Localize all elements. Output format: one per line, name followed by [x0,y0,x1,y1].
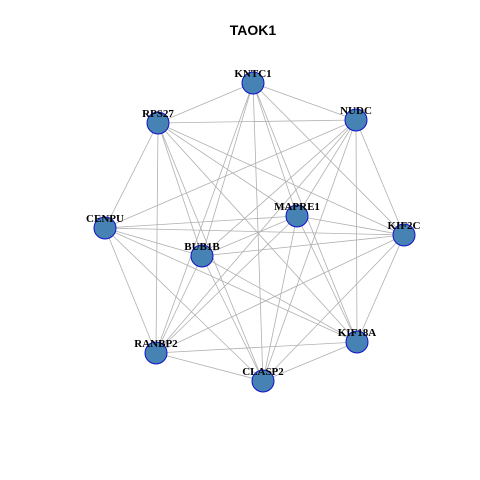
node-kif18a [345,330,369,354]
node-label-kif2c: KIF2C [388,220,421,232]
edge-rps27-cenpu [104,122,159,229]
edge-rps27-kif2c [157,122,405,236]
node-label-mapre1: MAPRE1 [274,201,320,213]
node-nudc [344,108,368,132]
edge-cenpu-kif18a [104,227,358,343]
node-label-nudc: NUDC [340,105,372,117]
edge-mapre1-ranbp2 [155,215,298,354]
node-kntc1 [241,71,265,95]
edge-bub1b-kif18a [201,255,358,343]
edge-kif2c-kif18a [356,234,405,343]
edge-rps27-nudc [157,119,357,124]
edge-cenpu-clasp2 [104,227,264,382]
edge-kntc1-kif2c [252,82,405,236]
node-label-cenpu: CENPU [86,213,124,225]
edge-rps27-mapre1 [157,122,298,217]
edge-nudc-ranbp2 [155,119,357,354]
edge-bub1b-clasp2 [201,255,264,382]
edge-kntc1-nudc [252,82,357,121]
edge-kif2c-clasp2 [262,234,405,382]
node-mapre1 [285,204,309,228]
node-label-kntc1: KNTC1 [234,68,271,80]
edge-group [104,82,405,382]
node-label-ranbp2: RANBP2 [134,338,178,350]
edge-mapre1-kif2c [296,215,405,236]
edge-kntc1-mapre1 [252,82,298,217]
node-group [93,71,416,393]
edge-mapre1-kif18a [296,215,358,343]
node-ranbp2 [144,341,168,365]
node-bub1b [190,244,214,268]
edge-bub1b-ranbp2 [155,255,203,354]
edge-ranbp2-clasp2 [155,352,264,382]
edge-nudc-mapre1 [296,119,357,217]
edge-nudc-bub1b [201,119,357,257]
node-label-clasp2: CLASP2 [242,366,284,378]
node-label-bub1b: BUB1B [184,241,220,253]
edge-bub1b-kif2c [201,234,405,257]
node-clasp2 [251,369,275,393]
diagram-title: TAOK1 [230,22,277,38]
edge-kif18a-ranbp2 [155,341,358,354]
edge-cenpu-mapre1 [104,215,298,229]
node-rps27 [146,111,170,135]
edge-nudc-clasp2 [262,119,357,382]
node-label-rps27: RPS27 [142,108,174,120]
edge-cenpu-ranbp2 [104,227,157,354]
edge-nudc-kif2c [355,119,405,236]
node-kif2c [392,223,416,247]
edge-kif2c-ranbp2 [155,234,405,354]
edge-kntc1-rps27 [157,82,254,124]
edge-cenpu-kif2c [104,227,405,236]
edge-mapre1-clasp2 [262,215,298,382]
node-label-kif18a: KIF18A [338,327,377,339]
edge-rps27-bub1b [157,122,203,257]
edge-kif18a-clasp2 [262,341,358,382]
edge-rps27-ranbp2 [155,122,159,354]
edge-nudc-kif18a [355,119,358,343]
node-cenpu [93,216,117,240]
edge-mapre1-bub1b [201,215,298,257]
edge-cenpu-bub1b [104,227,203,257]
edge-nudc-cenpu [104,119,357,229]
edge-kntc1-ranbp2 [155,82,254,354]
